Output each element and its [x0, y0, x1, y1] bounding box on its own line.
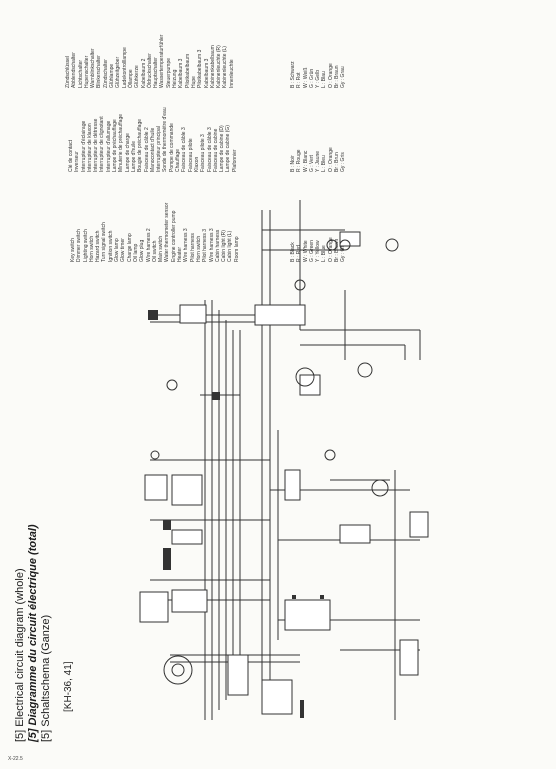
page-number: X-22.5 [8, 756, 23, 762]
